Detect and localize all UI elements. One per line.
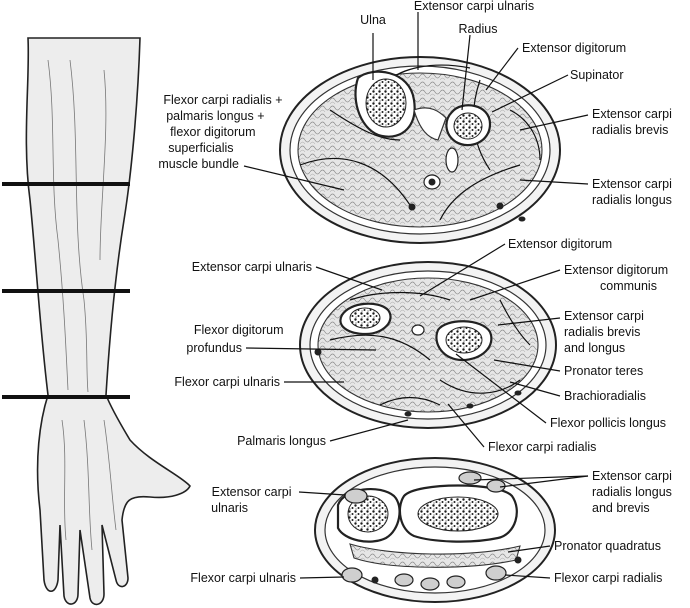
label-extensor-carpi-ulnaris-lower: Extensor carpi ulnaris — [211, 485, 295, 515]
label-extensor-carpi-ulnaris-upper: Extensor carpi ulnaris — [414, 0, 534, 13]
label-flexor-carpi-radialis-middle: Flexor carpi radialis — [488, 440, 596, 454]
label-extensor-digitorum-middle: Extensor digitorum — [508, 237, 612, 251]
lower-labels: Extensor carpi ulnaris Extensor carpi ra… — [190, 469, 675, 585]
label-flexor-carpi-ulnaris-lower: Flexor carpi ulnaris — [190, 571, 296, 585]
label-palmaris-longus: Palmaris longus — [237, 434, 326, 448]
label-ecr-longus-upper: Extensor carpi radialis longus — [592, 177, 675, 207]
label-ecr-longus-brevis-lower: Extensor carpi radialis longus and brevi… — [592, 469, 675, 515]
middle-labels: Extensor digitorum Extensor carpi ulnari… — [174, 237, 672, 454]
middle-cross-section — [299, 261, 557, 429]
label-flexor-carpi-ulnaris-middle: Flexor carpi ulnaris — [174, 375, 280, 389]
label-pronator-teres: Pronator teres — [564, 364, 643, 378]
label-flexor-pollicis-longus: Flexor pollicis longus — [550, 416, 666, 430]
label-edc: Extensor digitorum communis — [564, 263, 672, 293]
upper-muscle-mass — [297, 72, 543, 228]
label-ecr-brevis-upper: Extensor carpi radialis brevis — [592, 107, 675, 137]
upper-cross-section — [279, 56, 561, 244]
label-extensor-carpi-ulnaris-middle: Extensor carpi ulnaris — [192, 260, 312, 274]
forearm-illustration — [2, 37, 191, 606]
lower-pronator-quadratus — [349, 543, 521, 568]
label-fcr-bundle: Flexor carpi radialis + palmaris longus … — [158, 93, 286, 171]
label-ulna: Ulna — [360, 13, 386, 27]
label-supinator: Supinator — [570, 68, 624, 82]
label-fdp: Flexor digitorum profundus — [186, 323, 287, 355]
label-radius: Radius — [459, 22, 498, 36]
label-flexor-carpi-radialis-lower: Flexor carpi radialis — [554, 571, 662, 585]
upper-labels: Ulna Extensor carpi ulnaris Radius Exten… — [158, 0, 675, 207]
leader-lines — [243, 12, 589, 579]
label-brachioradialis: Brachioradialis — [564, 389, 646, 403]
lower-cross-section — [314, 457, 556, 603]
label-extensor-digitorum-upper: Extensor digitorum — [522, 41, 626, 55]
label-ecr-brevis-longus-middle: Extensor carpi radialis brevis and longu… — [564, 309, 647, 355]
label-pronator-quadratus: Pronator quadratus — [554, 539, 661, 553]
